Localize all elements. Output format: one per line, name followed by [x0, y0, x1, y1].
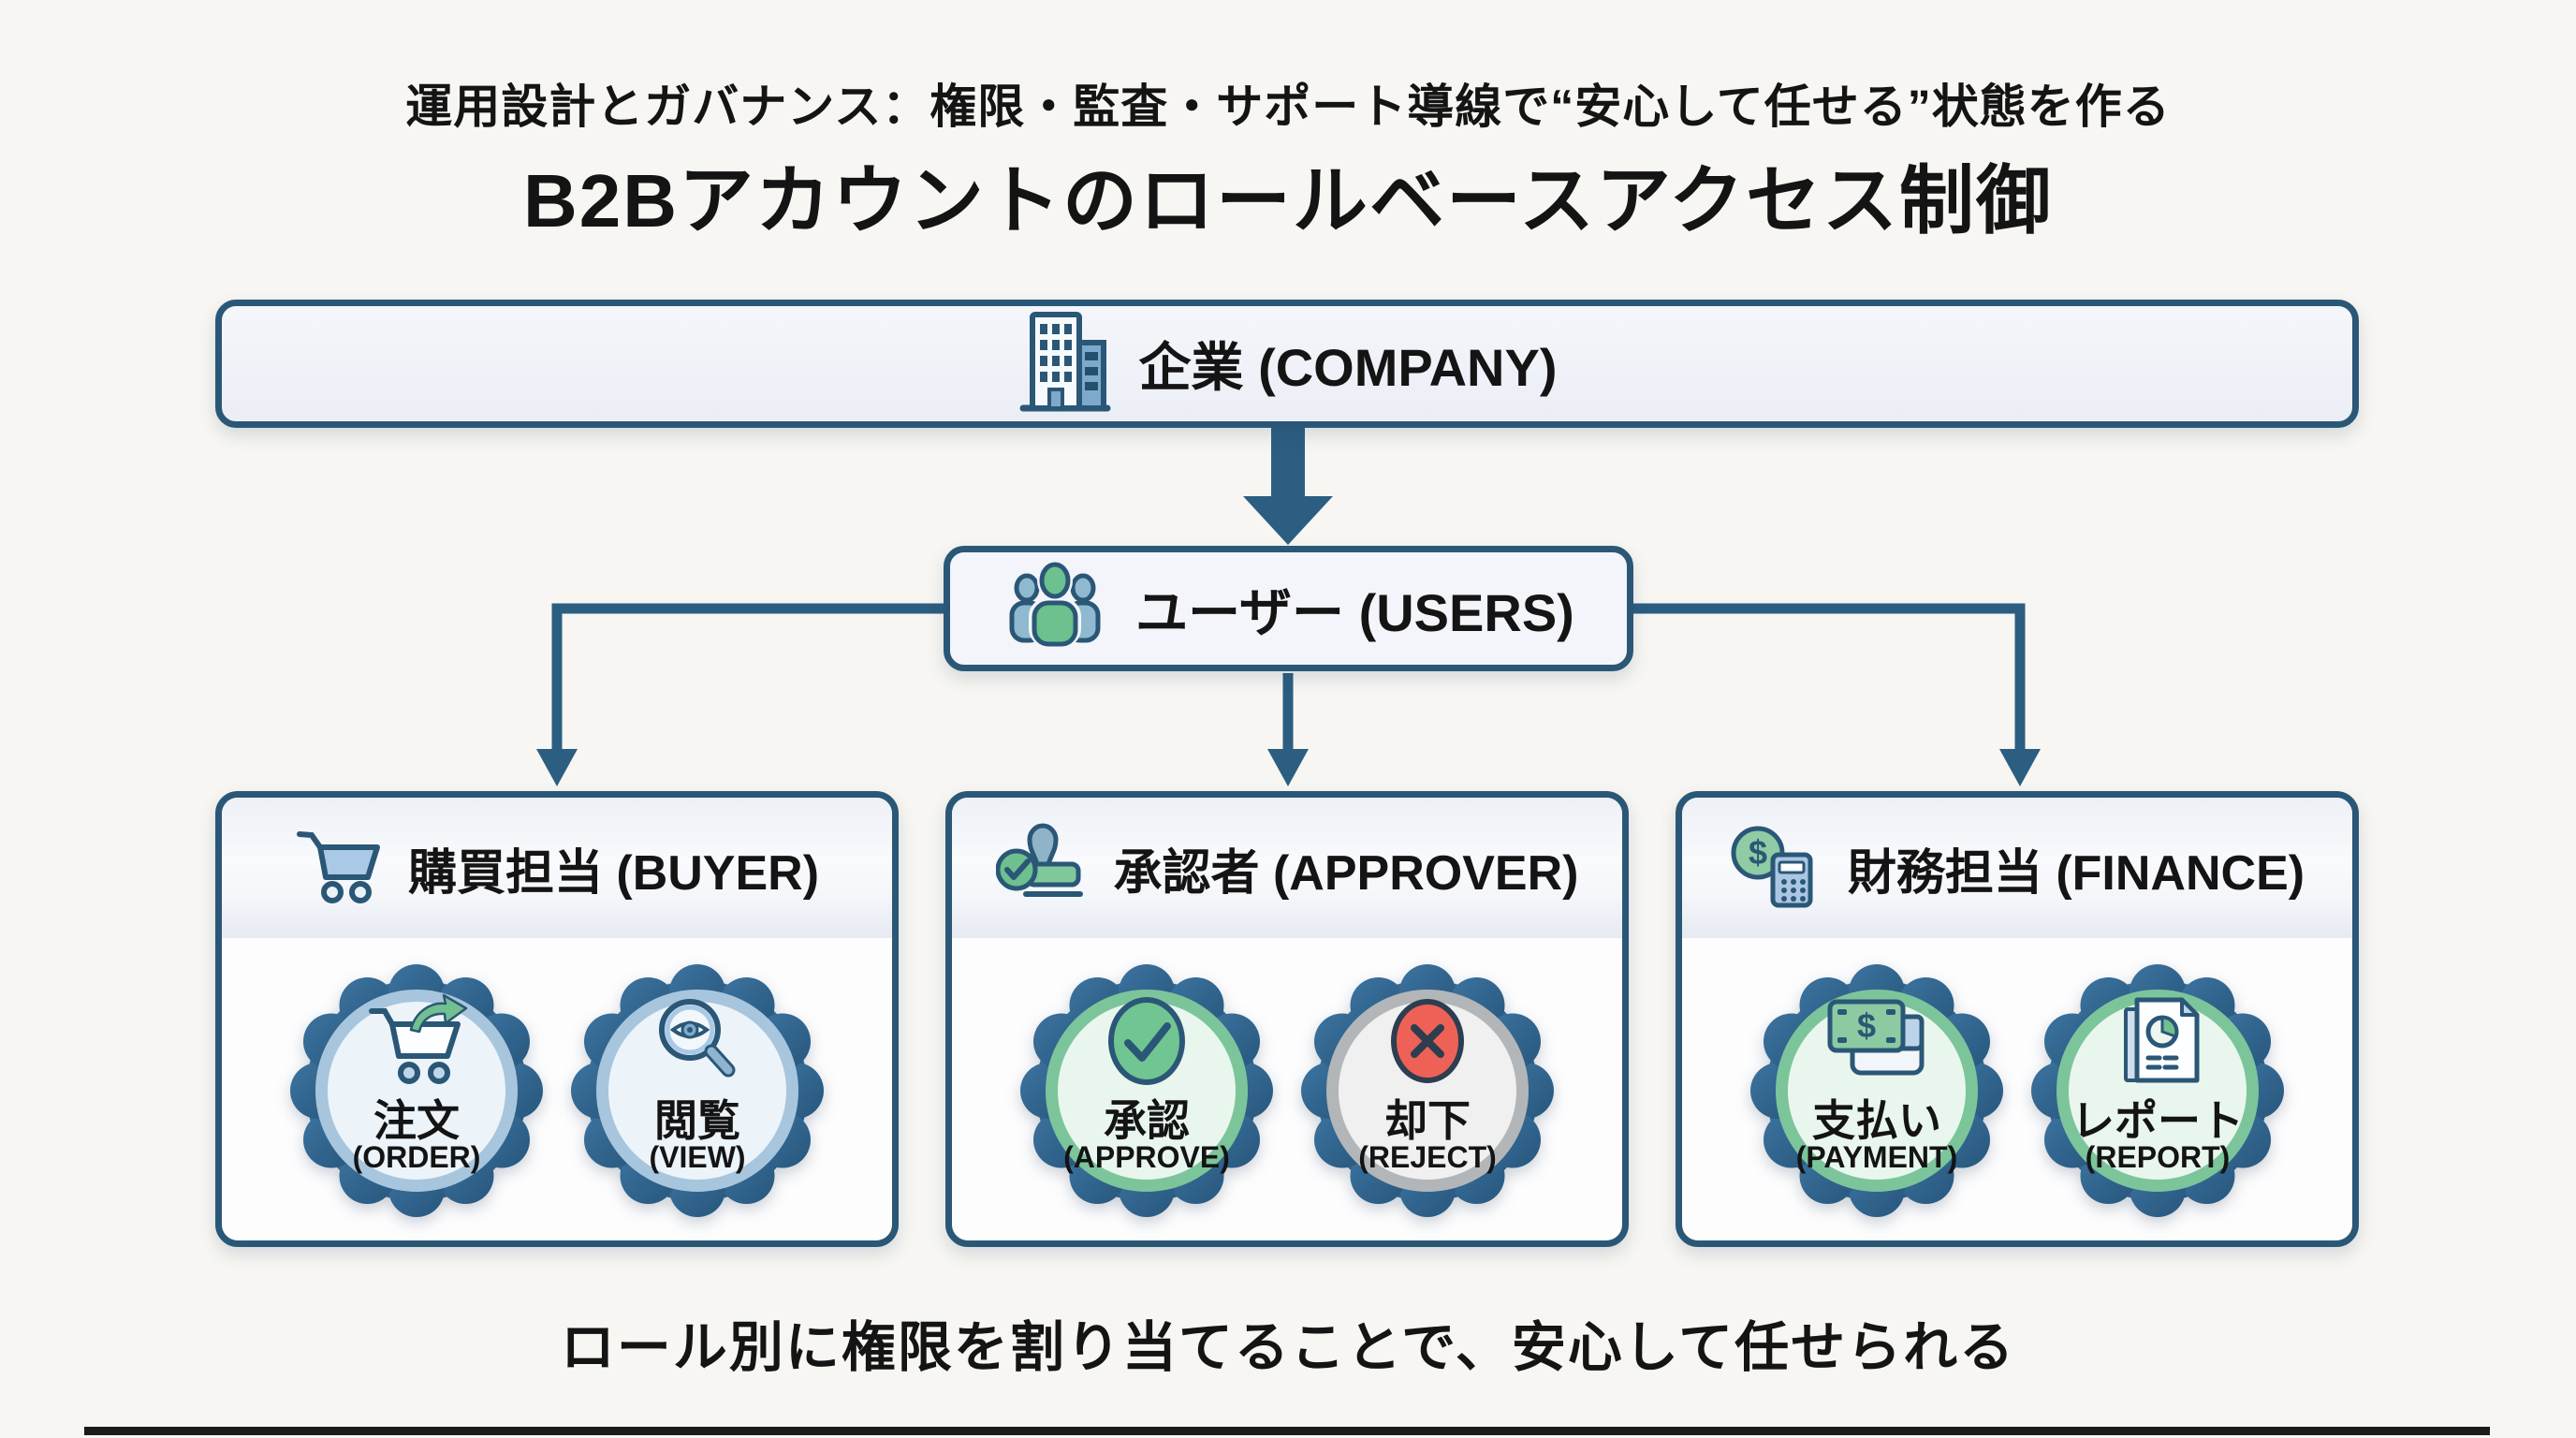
svg-text:$: $: [1857, 1006, 1876, 1045]
shopping-cart-icon: [295, 825, 384, 912]
permission-badge-view: 閲覧 (VIEW): [571, 964, 824, 1217]
bottom-bar: [84, 1427, 2490, 1435]
permission-en-label: (APPROVE): [1063, 1140, 1230, 1174]
company-to-users-arrow: [1243, 423, 1333, 545]
footer-caption: ロール別に権限を割り当てることで、安心して任せられる: [560, 1317, 2016, 1378]
role-label-finance: 財務担当 (FINANCE): [1847, 845, 2305, 901]
arrowhead-left: [536, 749, 578, 786]
permission-badge-report: レポート (REPORT): [2031, 964, 2284, 1217]
role-label-buyer: 購買担当 (BUYER): [407, 845, 820, 901]
users-label: ユーザー (USERS): [1135, 582, 1574, 642]
permission-jp-label: レポート: [2071, 1096, 2244, 1145]
report-icon: [2031, 994, 2284, 1088]
connector-right: [1633, 603, 2026, 751]
stamp-icon: [995, 823, 1090, 914]
banknote-icon: $: [1750, 994, 2003, 1084]
permission-badge-payment: $ 支払い (PAYMENT): [1750, 964, 2003, 1217]
role-box-approver: 承認者 (APPROVER) 承認 (APPROVE): [945, 791, 1629, 1247]
permission-badge-reject: 却下 (REJECT): [1301, 964, 1554, 1217]
page-subtitle: 運用設計とガバナンス：権限・監査・サポート導線で“安心して任せる”状態を作る: [405, 81, 2171, 133]
permission-en-label: (PAYMENT): [1795, 1140, 1958, 1174]
money-calculator-icon: $: [1730, 823, 1823, 914]
permission-jp-label: 閲覧: [654, 1096, 740, 1145]
users-node: ユーザー (USERS): [944, 546, 1633, 671]
arrowhead-center: [1267, 749, 1309, 786]
permission-badge-order: 注文 (ORDER): [290, 964, 543, 1217]
role-header-buyer: 購買担当 (BUYER): [222, 798, 892, 938]
permission-jp-label: 注文: [373, 1096, 460, 1145]
role-label-approver: 承認者 (APPROVER): [1113, 845, 1579, 901]
arrowhead-right: [1999, 749, 2041, 786]
approver-permissions: 承認 (APPROVE) 却下 (REJECT): [952, 964, 1622, 1217]
page-title: B2Bアカウントのロールベースアクセス制御: [522, 159, 2054, 242]
users-icon: [1003, 559, 1107, 658]
role-box-buyer: 購買担当 (BUYER) 注文: [215, 791, 899, 1247]
company-label: 企業 (COMPANY): [1138, 338, 1558, 397]
permission-en-label: (REJECT): [1358, 1140, 1497, 1174]
cart-order-icon: [290, 994, 543, 1088]
permission-jp-label: 承認: [1104, 1096, 1190, 1145]
permission-en-label: (VIEW): [649, 1140, 746, 1174]
buyer-permissions: 注文 (ORDER): [222, 964, 892, 1217]
building-icon: [1017, 309, 1111, 418]
magnifier-eye-icon: [571, 994, 824, 1088]
permission-jp-label: 却下: [1384, 1096, 1471, 1145]
finance-permissions: $ 支払い (PAYMENT): [1682, 964, 2352, 1217]
x-circle-icon: [1301, 994, 1554, 1088]
role-box-finance: $ 財務担当 (FINANCE): [1676, 791, 2359, 1247]
permission-en-label: (ORDER): [352, 1140, 481, 1174]
check-circle-icon: [1020, 994, 1273, 1088]
company-node: 企業 (COMPANY): [215, 300, 2359, 428]
connector-left: [551, 603, 944, 751]
permission-en-label: (REPORT): [2085, 1140, 2231, 1174]
permission-jp-label: 支払い: [1812, 1096, 1941, 1145]
role-header-approver: 承認者 (APPROVER): [952, 798, 1622, 938]
permission-badge-approve: 承認 (APPROVE): [1020, 964, 1273, 1217]
svg-text:$: $: [1749, 833, 1767, 872]
role-header-finance: $ 財務担当 (FINANCE): [1682, 798, 2352, 938]
